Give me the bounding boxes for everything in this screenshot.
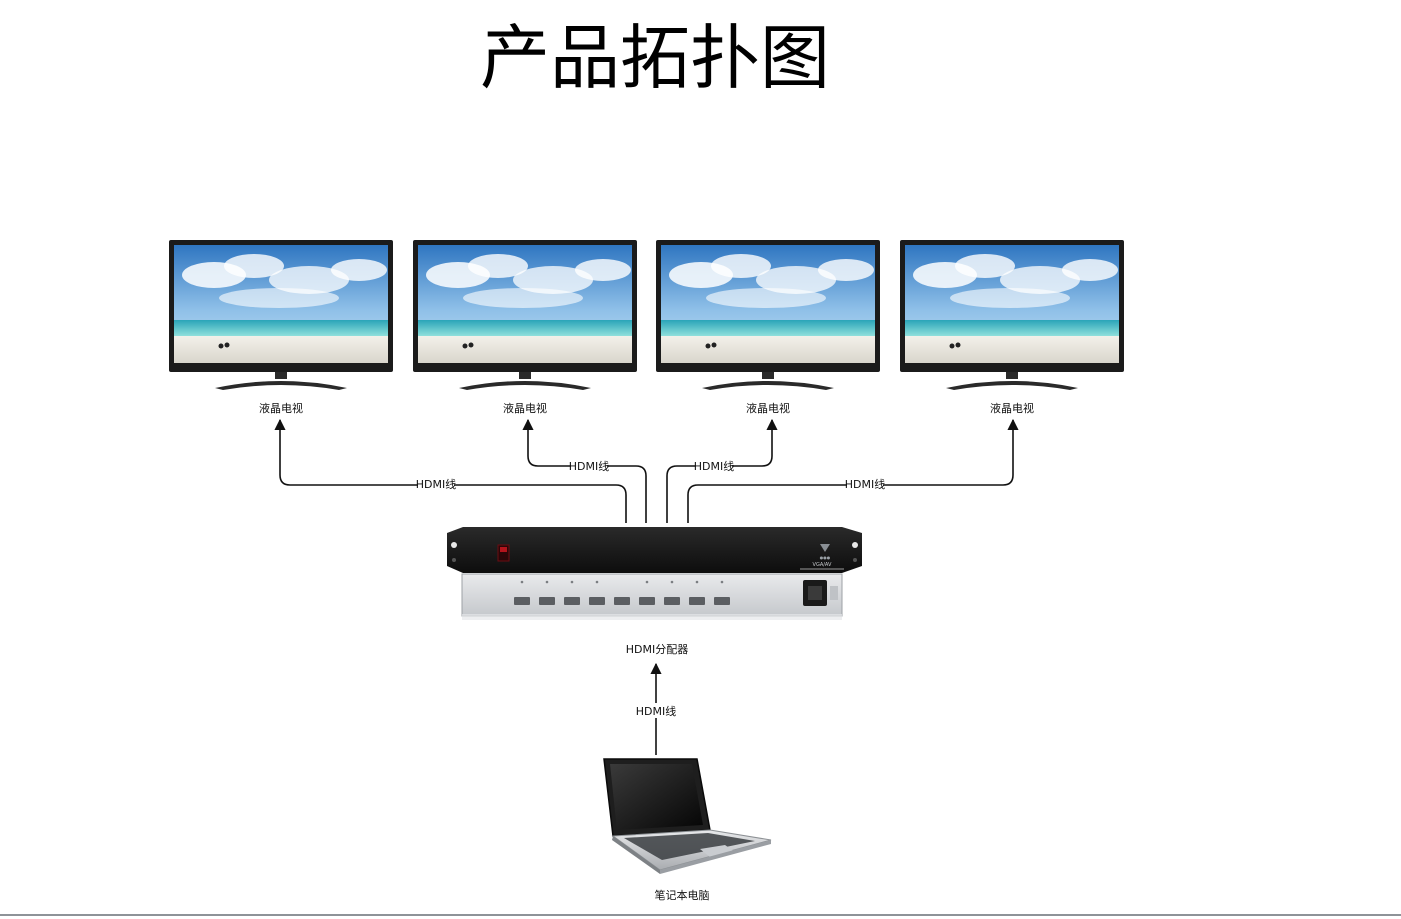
display-3 xyxy=(656,240,880,390)
display-2 xyxy=(413,240,637,390)
link-label-inner-left: HDMI线 xyxy=(569,459,609,473)
display-label-3: 液晶电视 xyxy=(746,401,790,415)
display-4 xyxy=(900,240,1124,390)
page-title: 产品拓扑图 xyxy=(480,17,830,99)
splitter-panel-brand: VGA/AV xyxy=(813,562,833,568)
link-label-outer-right: HDMI线 xyxy=(845,477,885,491)
link-label-outer-left: HDMI线 xyxy=(416,477,456,491)
display-label-1: 液晶电视 xyxy=(259,401,303,415)
display-label-2: 液晶电视 xyxy=(503,401,547,415)
hdmi-splitter: ●●● VGA/AV xyxy=(447,527,862,620)
display-label-4: 液晶电视 xyxy=(990,401,1034,415)
link-label-input: HDMI线 xyxy=(636,704,676,718)
link-label-inner-right: HDMI线 xyxy=(694,459,734,473)
link-outer-right xyxy=(687,418,1019,523)
bottom-divider xyxy=(0,914,1401,916)
source-label: 笔记本电脑 xyxy=(655,888,710,902)
display-1 xyxy=(169,240,393,390)
svg-text:●●●: ●●● xyxy=(820,555,831,560)
splitter-label: HDMI分配器 xyxy=(626,643,688,656)
laptop xyxy=(603,758,772,874)
